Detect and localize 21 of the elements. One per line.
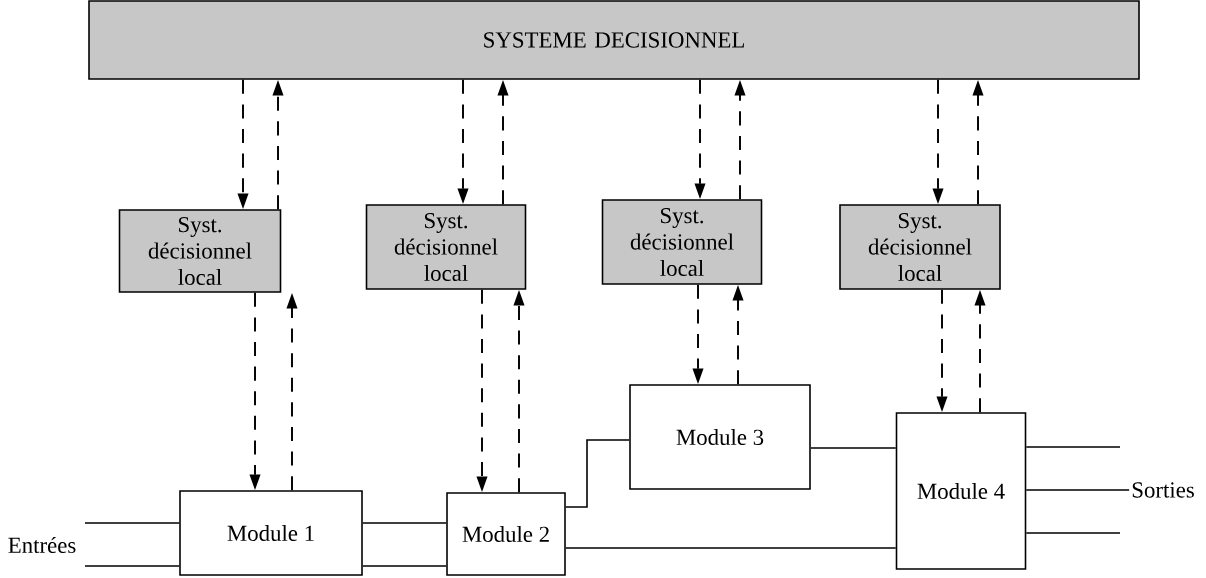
module-box: Module 1 (179, 490, 363, 576)
module-box: Module 3 (629, 384, 811, 490)
connector-line (810, 447, 897, 449)
decision-box: Syst. décisionnel local (118, 209, 282, 293)
connector-line (1025, 532, 1121, 534)
decision-box: SYSTEME DECISIONNEL (88, 0, 1140, 80)
connector-line (84, 565, 180, 567)
connector-line (565, 439, 630, 508)
decision-box: Syst. décisionnel local (839, 204, 1001, 290)
connector-line (84, 522, 180, 524)
io-label: Entrées (8, 536, 76, 554)
decision-box: Syst. décisionnel local (601, 199, 763, 285)
connector-line (565, 547, 897, 549)
connector-line (362, 565, 447, 567)
decision-box: Syst. décisionnel local (365, 204, 527, 290)
connector-line (1025, 446, 1121, 448)
io-label: Sorties (1132, 482, 1194, 498)
module-box: Module 4 (895, 412, 1027, 570)
connector-line (362, 522, 447, 524)
connector-line (1025, 489, 1130, 491)
module-box: Module 2 (446, 492, 566, 576)
